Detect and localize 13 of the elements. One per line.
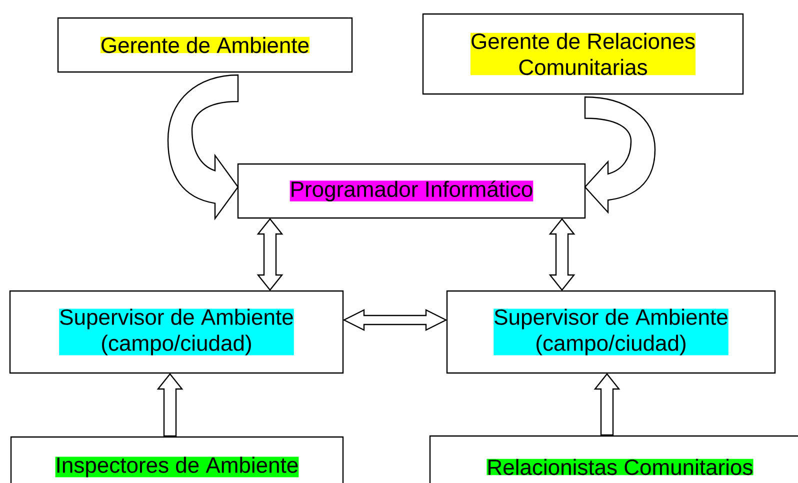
box: Supervisor de Ambiente (campo/ciudad) (446, 290, 776, 374)
box: Inspectores de Ambiente (10, 436, 344, 483)
block-arrow (156, 373, 184, 437)
block-arrow (584, 96, 656, 213)
block-arrow (256, 218, 284, 291)
box: Relacionistas Comunitarios (429, 435, 798, 483)
box: Gerente de Ambiente (57, 17, 353, 73)
box: Gerente de Relaciones Comunitarias (422, 13, 744, 95)
block-arrow (548, 218, 576, 291)
box: Supervisor de Ambiente (campo/ciudad) (9, 290, 344, 374)
block-arrow (594, 373, 620, 436)
block-arrow (167, 74, 239, 220)
box: Programador Informático (237, 163, 586, 219)
